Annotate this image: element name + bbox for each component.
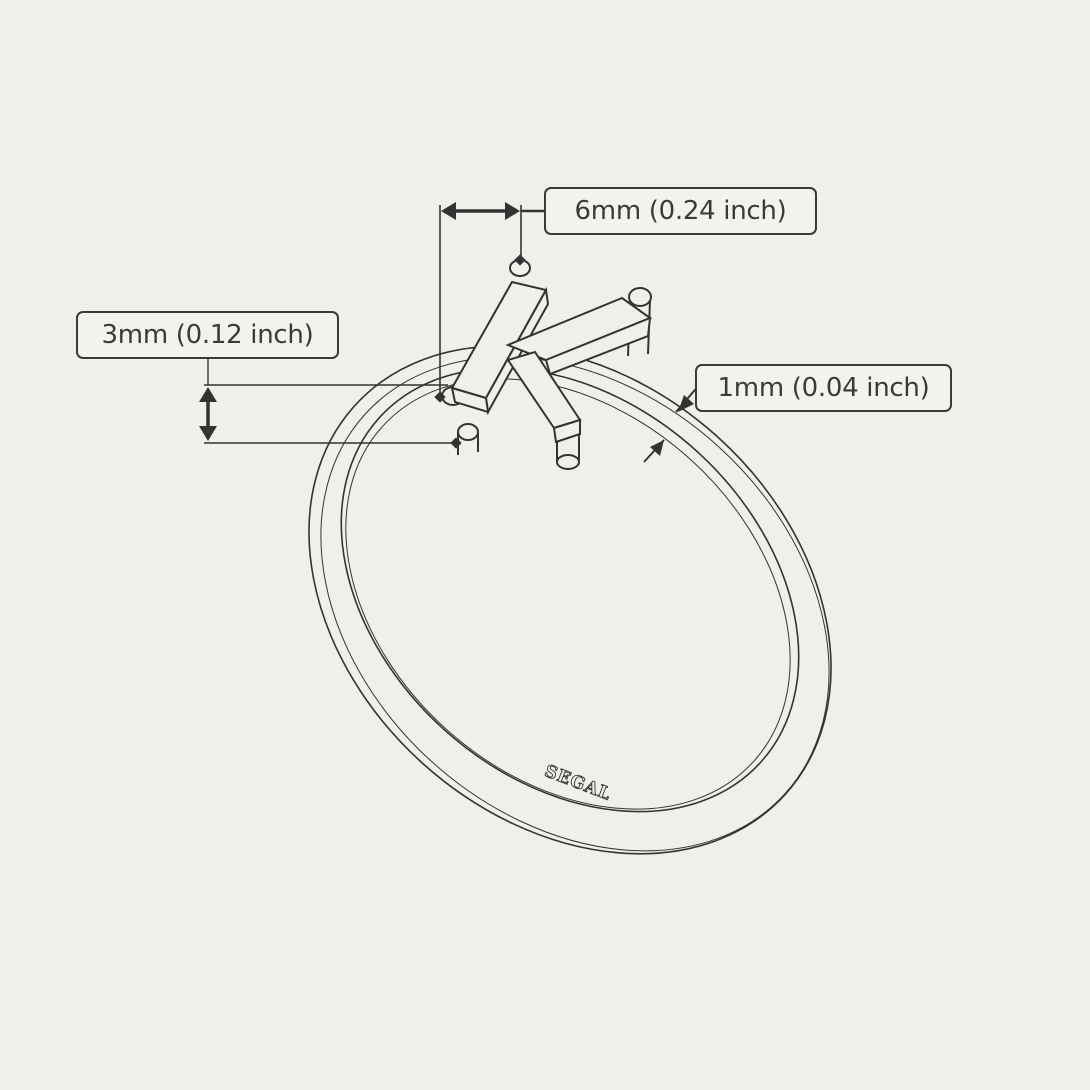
engraving-text: SEGAL	[542, 761, 614, 805]
height-dimension	[199, 358, 462, 449]
letter-height-label: 3mm (0.12 inch)	[76, 311, 339, 359]
ring-band	[308, 345, 832, 855]
letter-k-charm	[441, 259, 653, 470]
letter-width-label: 6mm (0.24 inch)	[544, 187, 817, 235]
band-width-dimension	[643, 383, 701, 463]
band-width-label: 1mm (0.04 inch)	[695, 364, 952, 412]
width-dimension	[434, 202, 544, 403]
